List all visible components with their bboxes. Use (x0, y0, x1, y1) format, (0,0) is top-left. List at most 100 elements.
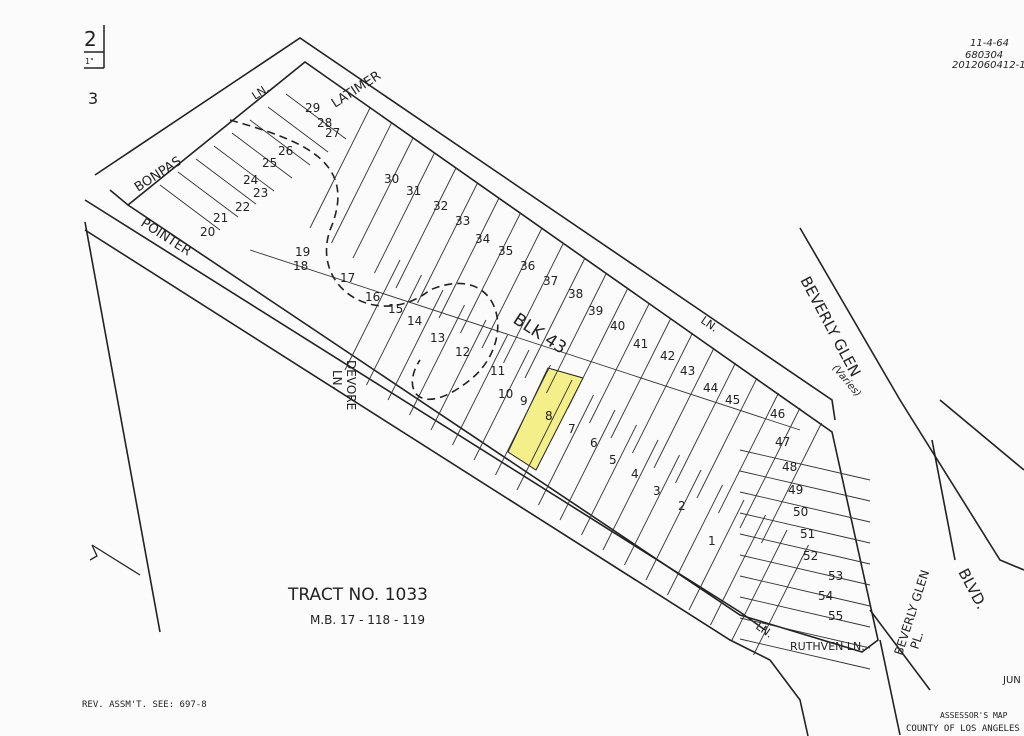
tract-map-book: M.B. 17 - 118 - 119 (310, 613, 425, 627)
lot-line-east (739, 575, 871, 607)
date-2: 680304 (965, 50, 1003, 61)
lot-12-label[interactable]: 12 (455, 345, 470, 359)
lot-38-label[interactable]: 38 (568, 287, 583, 301)
lot-line-west (195, 158, 257, 205)
lot-15-label[interactable]: 15 (388, 302, 403, 316)
lot-line-east (739, 638, 871, 670)
lot-42-label[interactable]: 42 (660, 349, 675, 363)
lot-17-label[interactable]: 17 (340, 271, 355, 285)
lot-48-label[interactable]: 48 (782, 460, 797, 474)
lot-54-label[interactable]: 54 (818, 589, 833, 603)
lot-20-label[interactable]: 20 (200, 225, 215, 239)
lot-6-label[interactable]: 6 (590, 436, 598, 450)
block-43-outline[interactable] (126, 60, 879, 653)
lot-line-west (249, 119, 311, 166)
lot-30-label[interactable]: 30 (384, 172, 399, 186)
north-arrow-icon (89, 544, 141, 576)
lot-5-label[interactable]: 5 (609, 453, 617, 467)
lot-18-label[interactable]: 18 (293, 259, 308, 273)
lot-33-label[interactable]: 33 (455, 214, 470, 228)
lot-41-label[interactable]: 41 (633, 337, 648, 351)
street-pl: PL. (908, 630, 927, 651)
lot-line-east (739, 554, 871, 586)
street-ruthven: RUTHVEN LN. (790, 640, 865, 653)
lot-line-lower (430, 319, 487, 431)
lot-line-east (739, 512, 871, 544)
lot-8-label[interactable]: 8 (545, 409, 553, 423)
lot-9-label[interactable]: 9 (520, 394, 528, 408)
lot-31-label[interactable]: 31 (406, 184, 421, 198)
lot-line-east (739, 617, 871, 649)
lot-24-label[interactable]: 24 (243, 173, 258, 187)
lot-4-label[interactable]: 4 (631, 467, 639, 481)
street-bonpas: BONPAS (132, 154, 184, 195)
lot-2-label[interactable]: 2 (678, 499, 686, 513)
street-blvd: BLVD. (954, 565, 990, 612)
lot-32-label[interactable]: 32 (433, 199, 448, 213)
lot-50-label[interactable]: 50 (793, 505, 808, 519)
lot-39-label[interactable]: 39 (588, 304, 603, 318)
lot-line-lower (495, 364, 551, 476)
lot-7-label[interactable]: 7 (568, 422, 576, 436)
lot-26-label[interactable]: 26 (278, 144, 293, 158)
lot-44-label[interactable]: 44 (703, 381, 718, 395)
lot-line-upper (675, 362, 736, 484)
lot-28-label[interactable]: 28 (317, 116, 332, 130)
lot-16-label[interactable]: 16 (365, 290, 380, 304)
lot-53-label[interactable]: 53 (828, 569, 843, 583)
lot-46-label[interactable]: 46 (770, 407, 785, 421)
lot-line-upper (374, 152, 435, 274)
lot-line-lower (387, 289, 444, 401)
ln-label-bottom: LN. (753, 620, 775, 641)
lot-11-label[interactable]: 11 (490, 364, 505, 378)
lot-27-label[interactable]: 27 (325, 126, 340, 140)
lot-40-label[interactable]: 40 (610, 319, 625, 333)
lot-51-label[interactable]: 51 (800, 527, 815, 541)
lot-14-label[interactable]: 14 (407, 314, 422, 328)
lot-43-label[interactable]: 43 (680, 364, 695, 378)
lot-29-label[interactable]: 29 (305, 101, 320, 115)
lot-55-label[interactable]: 55 (828, 609, 843, 623)
lot-line-lower (645, 469, 702, 581)
lot-labels: 1234567891011121314151617181920212223242… (200, 101, 843, 623)
street-pointer: POINTER (138, 216, 194, 260)
lot-line-west (285, 93, 347, 140)
lot-13-label[interactable]: 13 (430, 331, 445, 345)
lot-line-lower (452, 334, 508, 446)
street-devore-ln: LN. (330, 370, 344, 389)
county-label: COUNTY OF LOS ANGELES (906, 724, 1020, 734)
lot-10-label[interactable]: 10 (498, 387, 513, 401)
lot-52-label[interactable]: 52 (803, 549, 818, 563)
lot-line-lower (667, 484, 723, 596)
lot-21-label[interactable]: 21 (213, 211, 228, 225)
lot-25-label[interactable]: 25 (262, 156, 277, 170)
lot-34-label[interactable]: 34 (475, 232, 490, 246)
lot-line-upper (718, 392, 779, 514)
lot-line-east (739, 449, 871, 481)
lot-1-label[interactable]: 1 (708, 534, 716, 548)
lot-35-label[interactable]: 35 (498, 244, 513, 258)
lot-line-lower (366, 274, 422, 386)
lot-49-label[interactable]: 49 (788, 483, 803, 497)
lot-line-lower (731, 529, 788, 641)
tract-title: TRACT NO. 1033 (287, 585, 428, 605)
lot-line-upper (481, 227, 543, 349)
lot-line-upper (417, 182, 478, 304)
date-1: 11-4-64 (970, 38, 1009, 49)
lot-47-label[interactable]: 47 (775, 435, 790, 449)
lot-3-label[interactable]: 3 (653, 484, 661, 498)
lot-line-east (739, 596, 871, 628)
lot-45-label[interactable]: 45 (725, 393, 740, 407)
lot-line-upper (309, 107, 371, 229)
lot-37-label[interactable]: 37 (543, 274, 558, 288)
lot-line-lower (602, 439, 659, 551)
sheet-number: 2 (84, 27, 97, 51)
lot-19-label[interactable]: 19 (295, 245, 310, 259)
lot-23-label[interactable]: 23 (253, 186, 268, 200)
lot-line-upper (567, 287, 629, 409)
lot-22-label[interactable]: 22 (235, 200, 250, 214)
lot-line-lower (473, 349, 530, 461)
date-stamp: JUN (1002, 675, 1021, 686)
lot-36-label[interactable]: 36 (520, 259, 535, 273)
